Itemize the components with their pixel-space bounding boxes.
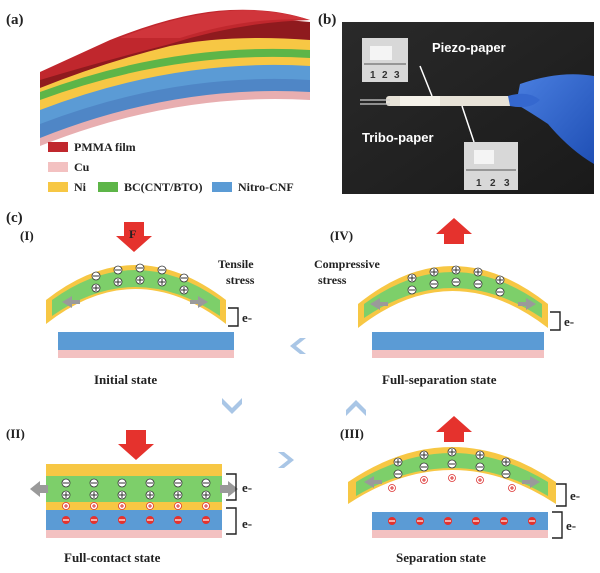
- electron-label: e-: [570, 488, 580, 503]
- stage-numeral: (IV): [330, 228, 353, 243]
- cu-layer: [58, 350, 234, 358]
- ruler-digit: 1: [370, 70, 376, 81]
- pointer-line: [419, 65, 433, 97]
- stress-label: Tensile: [218, 257, 254, 271]
- lift-arrow: [436, 218, 472, 244]
- stress-arrow-left: [370, 298, 388, 310]
- triboelectric-charges: [388, 517, 536, 525]
- stage-numeral: (I): [20, 228, 34, 243]
- stress-label: stress: [226, 273, 255, 287]
- nitro-layer: [46, 510, 222, 530]
- tribo-paper-inset: 1 2 3: [464, 142, 518, 190]
- bc-layer: [356, 453, 548, 496]
- stress-arrow-left: [62, 296, 80, 308]
- piezo-paper-label: Piezo-paper: [432, 40, 506, 55]
- tribo-paper-label: Tribo-paper: [362, 130, 434, 145]
- electron-bracket: [550, 311, 561, 331]
- panel-b-label: (b): [318, 12, 336, 28]
- bc-layer: [52, 270, 220, 316]
- stress-arrow-left: [364, 476, 382, 488]
- cu-layer: [372, 350, 544, 358]
- electron-bracket: [552, 511, 563, 539]
- force-label: F: [129, 227, 136, 241]
- nitro-layer: [372, 512, 548, 530]
- panel-a-label: (a): [6, 12, 24, 28]
- transition-chevron: [290, 338, 306, 354]
- stage-iv: (IV) Compressive stress e- Full-separati…: [314, 218, 574, 387]
- nitro-layer: [58, 332, 234, 350]
- triboelectric-charges: [388, 474, 516, 492]
- stress-arrow-right: [220, 481, 238, 497]
- layered-stack-illustration: [40, 9, 310, 146]
- ruler-digit: 3: [394, 70, 400, 81]
- legend: PMMA film Cu Ni BC(CNT/BTO) Nitro-CNF: [48, 140, 294, 194]
- electron-label: e-: [566, 518, 576, 533]
- stress-arrow-right: [522, 476, 540, 488]
- stage-caption: Full-contact state: [64, 550, 161, 565]
- electron-label: e-: [564, 314, 574, 329]
- electron-bracket: [226, 473, 237, 501]
- ruler-digit: 1: [476, 178, 482, 189]
- ni-layer: [46, 502, 222, 510]
- stage-i: (I) F Tensile stress e- Initial state: [20, 222, 255, 387]
- nitro-layer: [372, 332, 544, 350]
- legend-swatch-ni: [48, 182, 68, 192]
- ni-layer: [46, 464, 222, 476]
- stress-arrow-left: [30, 481, 48, 497]
- pointer-line: [461, 105, 475, 143]
- stage-caption: Initial state: [94, 372, 157, 387]
- piezo-paper-inset: 1 2 3: [362, 38, 408, 82]
- panel-c-label: (c): [6, 210, 23, 226]
- legend-bc: BC(CNT/BTO): [124, 180, 202, 194]
- legend-pmma: PMMA film: [74, 140, 136, 154]
- dipoles: [91, 263, 189, 295]
- electron-label: e-: [242, 310, 252, 325]
- ruler-digit: 2: [382, 70, 388, 81]
- stress-label: stress: [318, 273, 347, 287]
- transition-chevron: [346, 400, 366, 416]
- dipoles: [393, 447, 511, 479]
- transition-chevron: [278, 452, 294, 468]
- stage-numeral: (III): [340, 426, 364, 441]
- legend-ni: Ni: [74, 180, 87, 194]
- triboelectric-charges: [62, 502, 210, 524]
- legend-swatch-nitro: [212, 182, 232, 192]
- electron-label: e-: [242, 516, 252, 531]
- press-arrow: [116, 222, 152, 252]
- lift-arrow: [436, 416, 472, 442]
- legend-nitro: Nitro-CNF: [238, 180, 294, 194]
- legend-swatch-cu: [48, 162, 68, 172]
- stress-arrow-right: [518, 298, 536, 310]
- panel-b: (b) 1 2 3 Piezo-paper Tribo-paper 1 2: [318, 12, 594, 194]
- stage-caption: Separation state: [396, 550, 486, 565]
- gloved-hand: [516, 74, 594, 164]
- stage-caption: Full-separation state: [382, 372, 497, 387]
- panel-a: (a) PMMA film Cu Ni BC(CNT/BTO) Nitro-: [6, 9, 310, 194]
- electron-label: e-: [242, 480, 252, 495]
- legend-swatch-pmma: [48, 142, 68, 152]
- electron-bracket: [556, 483, 567, 507]
- transition-chevron: [222, 398, 242, 414]
- bc-layer: [46, 476, 222, 502]
- legend-swatch-bc: [98, 182, 118, 192]
- legend-cu: Cu: [74, 160, 90, 174]
- press-arrow: [118, 430, 154, 460]
- dipoles: [61, 478, 211, 500]
- stage-numeral: (II): [6, 426, 25, 441]
- cu-layer: [46, 530, 222, 538]
- stage-ii: (II): [6, 426, 252, 565]
- cu-layer: [372, 530, 548, 538]
- electron-bracket: [226, 507, 237, 535]
- stage-iii: (III) e-: [340, 416, 580, 565]
- electron-bracket: [228, 307, 239, 327]
- dipoles: [407, 265, 505, 297]
- stress-label: Compressive: [314, 257, 380, 271]
- stress-arrow-right: [190, 296, 208, 308]
- ruler-digit: 2: [490, 178, 496, 189]
- ruler-digit: 3: [504, 178, 510, 189]
